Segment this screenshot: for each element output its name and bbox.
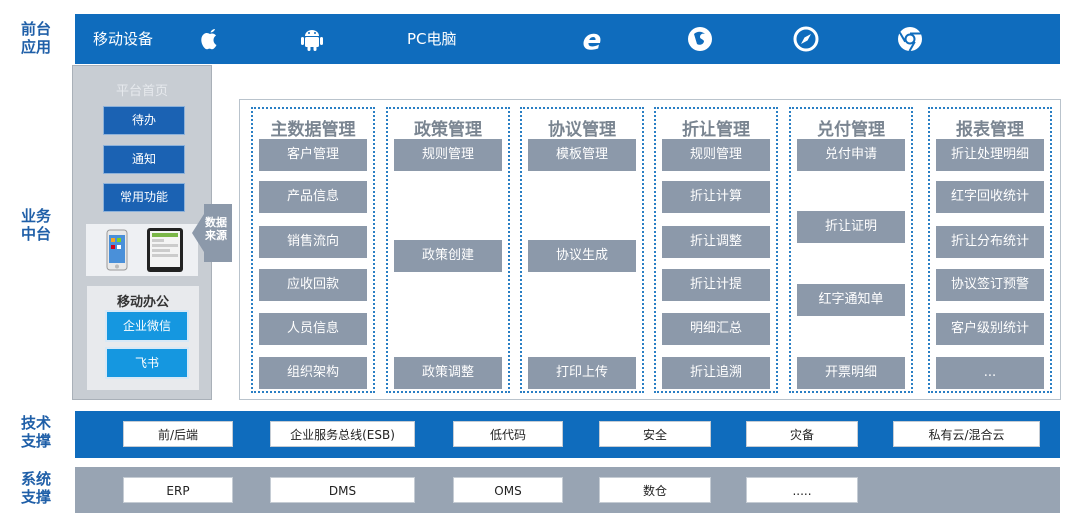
module-cell[interactable]: 协议签订预警 <box>936 269 1044 301</box>
row-label-frontend-line1: 前台 <box>20 20 51 38</box>
module-cell[interactable]: 折让计提 <box>662 269 770 301</box>
mobile-device-label: 移动设备 <box>93 30 154 48</box>
tech-item[interactable]: 灾备 <box>746 421 858 447</box>
tech-support-bar: 前/后端 企业服务总线(ESB) 低代码 安全 灾备 私有云/混合云 <box>75 411 1060 458</box>
column-policy: 政策管理 规则管理 政策创建 政策调整 <box>386 107 510 393</box>
column-discount: 折让管理 规则管理 折让计算 折让调整 折让计提 明细汇总 折让追溯 <box>654 107 778 393</box>
row-label-tech: 技术 支撑 <box>16 414 56 450</box>
business-main-area: 主数据管理 客户管理 产品信息 销售流向 应收回款 人员信息 组织架构 政策管理… <box>239 99 1061 400</box>
module-cell[interactable]: 开票明细 <box>797 357 905 389</box>
module-cell[interactable]: 红字通知单 <box>797 284 905 316</box>
module-cell[interactable]: 折让证明 <box>797 211 905 243</box>
column-title: 政策管理 <box>414 120 482 140</box>
row-label-frontend: 前台 应用 <box>16 20 56 56</box>
module-cell[interactable]: 规则管理 <box>394 139 502 171</box>
apple-icon <box>201 29 217 50</box>
firefox-icon <box>688 27 712 51</box>
module-cell[interactable]: 协议生成 <box>528 240 636 272</box>
system-item[interactable]: 数仓 <box>599 477 711 503</box>
row-label-business-line1: 业务 <box>20 207 51 225</box>
notice-button[interactable]: 通知 <box>103 145 185 174</box>
system-item[interactable]: OMS <box>453 477 563 503</box>
tech-item[interactable]: 企业服务总线(ESB) <box>270 421 415 447</box>
tech-item[interactable]: 低代码 <box>453 421 563 447</box>
svg-text:e: e <box>583 23 602 56</box>
module-cell[interactable]: 销售流向 <box>259 226 367 258</box>
column-agreement: 协议管理 模板管理 协议生成 打印上传 <box>520 107 644 393</box>
platform-home-label[interactable]: 平台首页 <box>115 84 168 99</box>
wecom-button[interactable]: 企业微信 <box>105 310 189 342</box>
mobile-office-box: 移动办公 企业微信 飞书 <box>87 286 199 390</box>
data-source-label: 数据来源 <box>205 216 227 242</box>
row-label-frontend-line2: 应用 <box>20 38 51 56</box>
column-report: 报表管理 折让处理明细 红字回收统计 折让分布统计 协议签订预警 客户级别统计 … <box>928 107 1052 393</box>
row-label-system-line1: 系统 <box>20 470 51 488</box>
business-left-panel: 平台首页 待办 通知 常用功能 移动办公 企业微信 飞书 <box>72 65 212 400</box>
module-cell[interactable]: 折让追溯 <box>662 357 770 389</box>
module-cell[interactable]: 政策调整 <box>394 357 502 389</box>
module-cell[interactable]: 政策创建 <box>394 240 502 272</box>
ie-icon: e <box>583 23 602 56</box>
module-cell[interactable]: 规则管理 <box>662 139 770 171</box>
column-title: 折让管理 <box>682 120 750 140</box>
frontend-app-bar: 移动设备 PC电脑 e <box>75 14 1060 64</box>
module-cell[interactable]: 组织架构 <box>259 357 367 389</box>
tech-item[interactable]: 前/后端 <box>123 421 233 447</box>
module-cell[interactable]: 应收回款 <box>259 269 367 301</box>
todo-button[interactable]: 待办 <box>103 106 185 135</box>
module-cell[interactable]: 客户管理 <box>259 139 367 171</box>
column-title: 主数据管理 <box>270 120 356 140</box>
column-title: 协议管理 <box>548 120 616 140</box>
column-title: 兑付管理 <box>817 120 885 140</box>
row-label-system-line2: 支撑 <box>20 488 51 506</box>
tech-item[interactable]: 私有云/混合云 <box>893 421 1040 447</box>
devices-image <box>86 224 198 276</box>
column-title: 报表管理 <box>956 120 1024 140</box>
mobile-office-title: 移动办公 <box>116 295 169 310</box>
system-item[interactable]: DMS <box>270 477 415 503</box>
module-cell[interactable]: ... <box>936 357 1044 389</box>
module-cell[interactable]: 模板管理 <box>528 139 636 171</box>
system-support-bar: ERP DMS OMS 数仓 ..... <box>75 467 1060 513</box>
chrome-icon <box>898 27 922 52</box>
android-icon <box>301 30 323 51</box>
system-item[interactable]: ..... <box>746 477 858 503</box>
tech-item[interactable]: 安全 <box>599 421 711 447</box>
module-cell[interactable]: 打印上传 <box>528 357 636 389</box>
column-redemption: 兑付管理 兑付申请 折让证明 红字通知单 开票明细 <box>789 107 913 393</box>
pc-label: PC电脑 <box>407 30 457 48</box>
row-label-tech-line1: 技术 <box>20 414 51 432</box>
common-functions-button[interactable]: 常用功能 <box>103 183 185 212</box>
row-label-tech-line2: 支撑 <box>20 432 51 450</box>
safari-icon <box>793 26 819 52</box>
module-cell[interactable]: 明细汇总 <box>662 313 770 345</box>
module-cell[interactable]: 折让计算 <box>662 181 770 213</box>
system-item[interactable]: ERP <box>123 477 233 503</box>
feishu-button[interactable]: 飞书 <box>105 347 189 379</box>
module-cell[interactable]: 折让调整 <box>662 226 770 258</box>
row-label-system: 系统 支撑 <box>16 470 56 506</box>
module-cell[interactable]: 折让处理明细 <box>936 139 1044 171</box>
module-cell[interactable]: 兑付申请 <box>797 139 905 171</box>
phone-icon <box>106 229 128 271</box>
row-label-business: 业务 中台 <box>16 207 56 243</box>
tablet-icon <box>147 228 183 272</box>
data-source-arrow <box>192 204 232 262</box>
column-master-data: 主数据管理 客户管理 产品信息 销售流向 应收回款 人员信息 组织架构 <box>251 107 375 393</box>
row-label-business-line2: 中台 <box>20 225 51 243</box>
module-cell[interactable]: 客户级别统计 <box>936 313 1044 345</box>
module-cell[interactable]: 产品信息 <box>259 181 367 213</box>
module-cell[interactable]: 人员信息 <box>259 313 367 345</box>
module-cell[interactable]: 红字回收统计 <box>936 181 1044 213</box>
module-cell[interactable]: 折让分布统计 <box>936 226 1044 258</box>
